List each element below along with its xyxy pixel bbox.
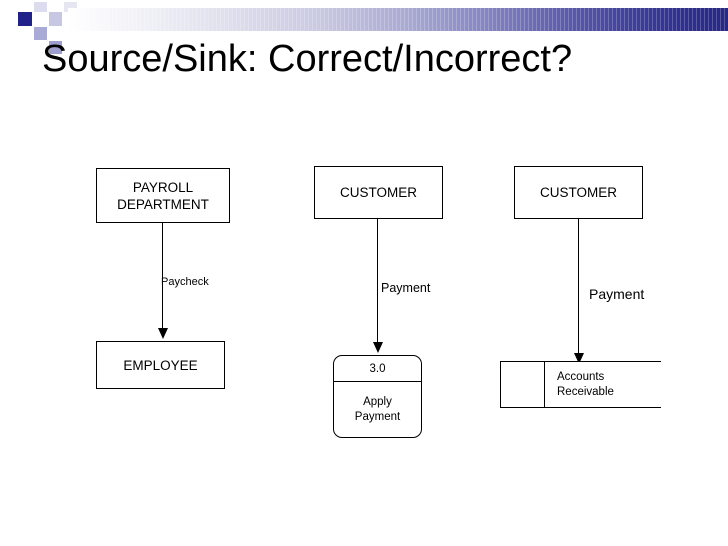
entity-customer-center[interactable]: CUSTOMER: [314, 166, 443, 219]
page-title: Source/Sink: Correct/Incorrect?: [42, 38, 573, 80]
flow-line-payment-right: [578, 219, 580, 356]
flow-line-paycheck: [162, 223, 164, 330]
datastore-label: Accounts Receivable: [557, 362, 661, 407]
deco-square-dark-navy: [18, 12, 32, 26]
entity-employee-label: EMPLOYEE: [123, 357, 198, 373]
flow-label-payment-center: Payment: [381, 281, 431, 295]
entity-payroll-department[interactable]: PAYROLL DEPARTMENT: [96, 168, 230, 223]
entity-customer-right[interactable]: CUSTOMER: [514, 166, 643, 219]
datastore-label-line-1: Accounts: [557, 370, 605, 383]
datastore-accounts-receivable[interactable]: Accounts Receivable: [500, 361, 661, 408]
payroll-line-2: DEPARTMENT: [117, 196, 209, 212]
entity-customer-center-label: CUSTOMER: [339, 185, 417, 200]
arrow-head-payment-right: [573, 353, 584, 364]
entity-employee[interactable]: EMPLOYEE: [96, 341, 225, 389]
process-name-line-1: Apply: [363, 395, 392, 408]
payroll-line-1: PAYROLL: [132, 179, 194, 195]
deco-square-pale-3: [64, 2, 77, 12]
flow-label-paycheck: Paycheck: [161, 276, 209, 288]
datastore-id: [501, 362, 544, 407]
deco-square-mid-2: [49, 41, 62, 54]
datastore-divider: [544, 362, 546, 407]
deco-square-pale-2: [49, 12, 62, 26]
process-name: Apply Payment: [334, 382, 421, 437]
header-decoration: [0, 0, 728, 54]
flow-label-payment-right: Payment: [589, 286, 645, 302]
process-name-line-2: Payment: [354, 410, 401, 423]
process-number: 3.0: [334, 356, 421, 382]
arrow-head-payment-center: [372, 342, 383, 353]
deco-square-mid-1: [34, 27, 47, 40]
deco-square-pale-1: [34, 2, 47, 12]
entity-customer-right-label: CUSTOMER: [539, 185, 617, 200]
header-gradient-bar: [68, 8, 728, 31]
entity-payroll-department-label: PAYROLL DEPARTMENT: [117, 179, 209, 213]
datastore-label-line-2: Receivable: [557, 385, 614, 398]
arrow-head-paycheck: [157, 328, 168, 339]
flow-line-payment-center: [377, 219, 379, 344]
process-apply-payment[interactable]: 3.0 Apply Payment: [333, 355, 422, 438]
